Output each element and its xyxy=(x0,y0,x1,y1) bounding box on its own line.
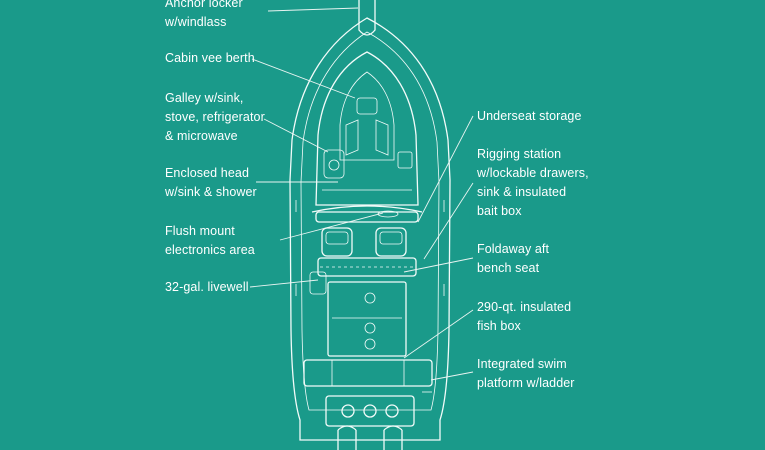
bow-pulpit xyxy=(358,0,376,36)
livewell xyxy=(309,271,327,295)
leader-livewell xyxy=(249,279,319,288)
label-livewell: 32-gal. livewell xyxy=(165,280,249,294)
galley-sink xyxy=(328,159,340,171)
rigging-station xyxy=(317,257,417,277)
berth-seat-left xyxy=(345,119,359,156)
berth-hatch xyxy=(356,97,378,115)
swim-platform xyxy=(325,395,415,427)
label-fish-box: 290-qt. insulated fish box xyxy=(477,300,572,333)
outboard-right xyxy=(383,425,403,450)
label-swim-platform: Integrated swim platform w/ladder xyxy=(477,357,575,390)
transom-port-3 xyxy=(385,404,399,418)
label-cabin-vee-berth: Cabin vee berth xyxy=(165,51,255,65)
leader-fish-box xyxy=(403,309,474,359)
fish-box xyxy=(303,359,433,387)
leader-underseat-storage xyxy=(417,115,474,223)
gunwale-inner xyxy=(300,31,440,411)
leader-lines xyxy=(249,7,474,381)
label-enclosed-head: Enclosed head w/sink & shower xyxy=(165,166,257,199)
vee-berth xyxy=(339,71,395,161)
outboard-left xyxy=(337,425,357,450)
head-unit xyxy=(397,151,413,169)
outer-hull xyxy=(289,17,451,441)
helm-console xyxy=(315,211,419,223)
helm-seat-left xyxy=(321,227,353,257)
transom-port-1 xyxy=(341,404,355,418)
leader-flush-mount xyxy=(279,212,384,241)
label-flush-mount: Flush mount electronics area xyxy=(165,224,255,257)
label-galley: Galley w/sink, stove, refrigerator & mic… xyxy=(165,91,265,143)
transom-port-2 xyxy=(363,404,377,418)
berth-seat-right xyxy=(375,119,389,156)
galley-unit xyxy=(323,149,345,179)
label-foldaway-bench: Foldaway aft bench seat xyxy=(477,242,550,275)
deck-drain-3 xyxy=(364,338,376,350)
electronics-area xyxy=(377,210,399,218)
leader-cabin-vee-berth xyxy=(251,58,356,99)
label-anchor-locker: Anchor locker w/windlass xyxy=(165,0,243,29)
deck-drain-1 xyxy=(364,292,376,304)
windshield xyxy=(311,205,423,213)
cabin-outline xyxy=(315,51,419,206)
label-underseat-storage: Underseat storage xyxy=(477,109,582,123)
cockpit-deck xyxy=(327,281,407,357)
leader-rigging-station xyxy=(423,182,474,260)
deck-drain-2 xyxy=(364,322,376,334)
label-rigging-station: Rigging station w/lockable drawers, sink… xyxy=(477,147,589,218)
helm-seat-left-back xyxy=(325,231,349,245)
helm-seat-right xyxy=(375,227,407,257)
leader-swim-platform xyxy=(430,371,474,381)
helm-seat-right-back xyxy=(379,231,403,245)
hull-outline xyxy=(289,0,451,450)
leader-anchor-locker xyxy=(267,7,359,12)
